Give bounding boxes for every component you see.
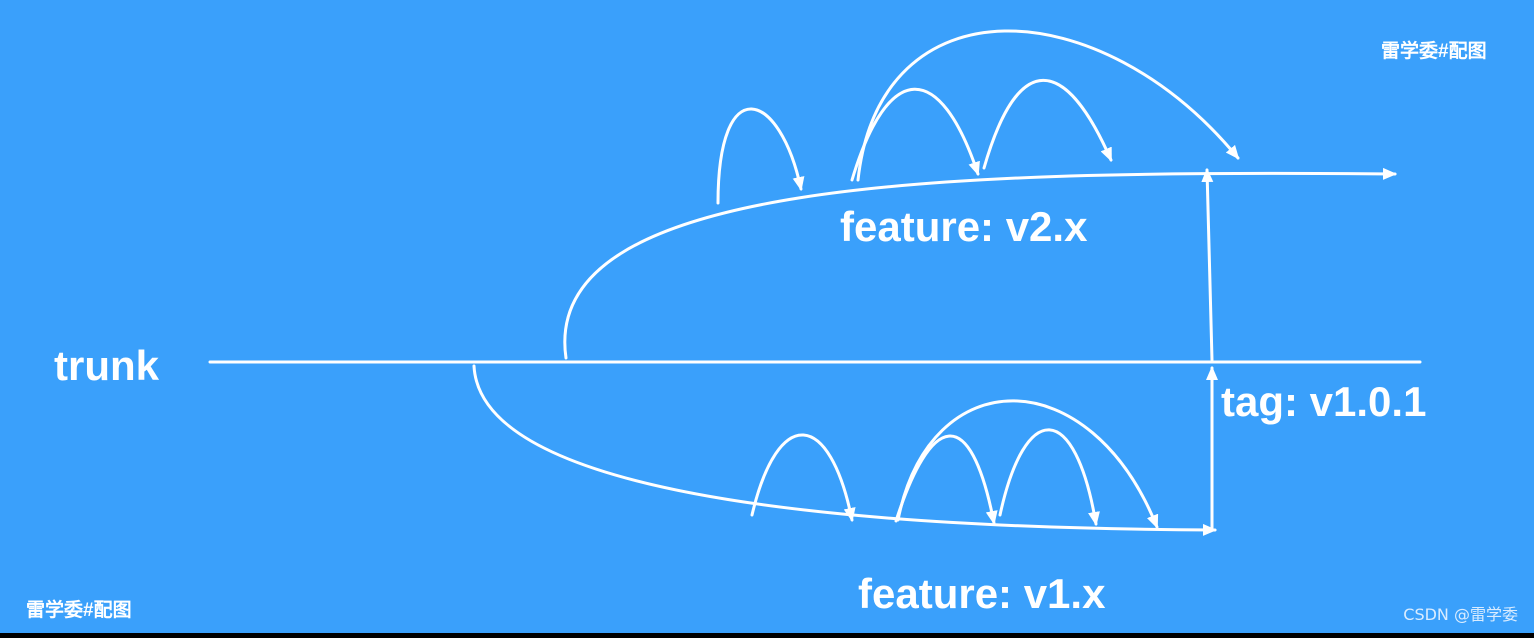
commit-arc-v1-4 [896, 399, 1159, 529]
commit-arc-v2-2 [850, 87, 980, 182]
commit-arc-v1-1 [750, 433, 856, 522]
feature-v1-branch-line [472, 364, 1217, 536]
feature-v2-branch-line [563, 167, 1397, 360]
bottom-border [0, 633, 1534, 638]
csdn-watermark: CSDN @雷学委 [1403, 605, 1518, 624]
watermark-bottom-left: 雷学委#配图 [26, 600, 132, 621]
feature-v1-label: feature: v1.x [858, 570, 1106, 617]
tag-label: tag: v1.0.1 [1221, 378, 1427, 425]
trunk-label: trunk [54, 342, 159, 389]
feature-v2-label: feature: v2.x [840, 203, 1088, 250]
commit-arc-v2-3 [982, 79, 1113, 170]
watermark-top-right: 雷学委#配图 [1381, 41, 1487, 62]
commit-arc-v1-3 [998, 428, 1100, 526]
commit-arc-v2-4 [856, 29, 1240, 182]
merge-arrow-trunk-to-v2 [1201, 168, 1214, 362]
commit-arc-v2-1 [716, 107, 805, 205]
